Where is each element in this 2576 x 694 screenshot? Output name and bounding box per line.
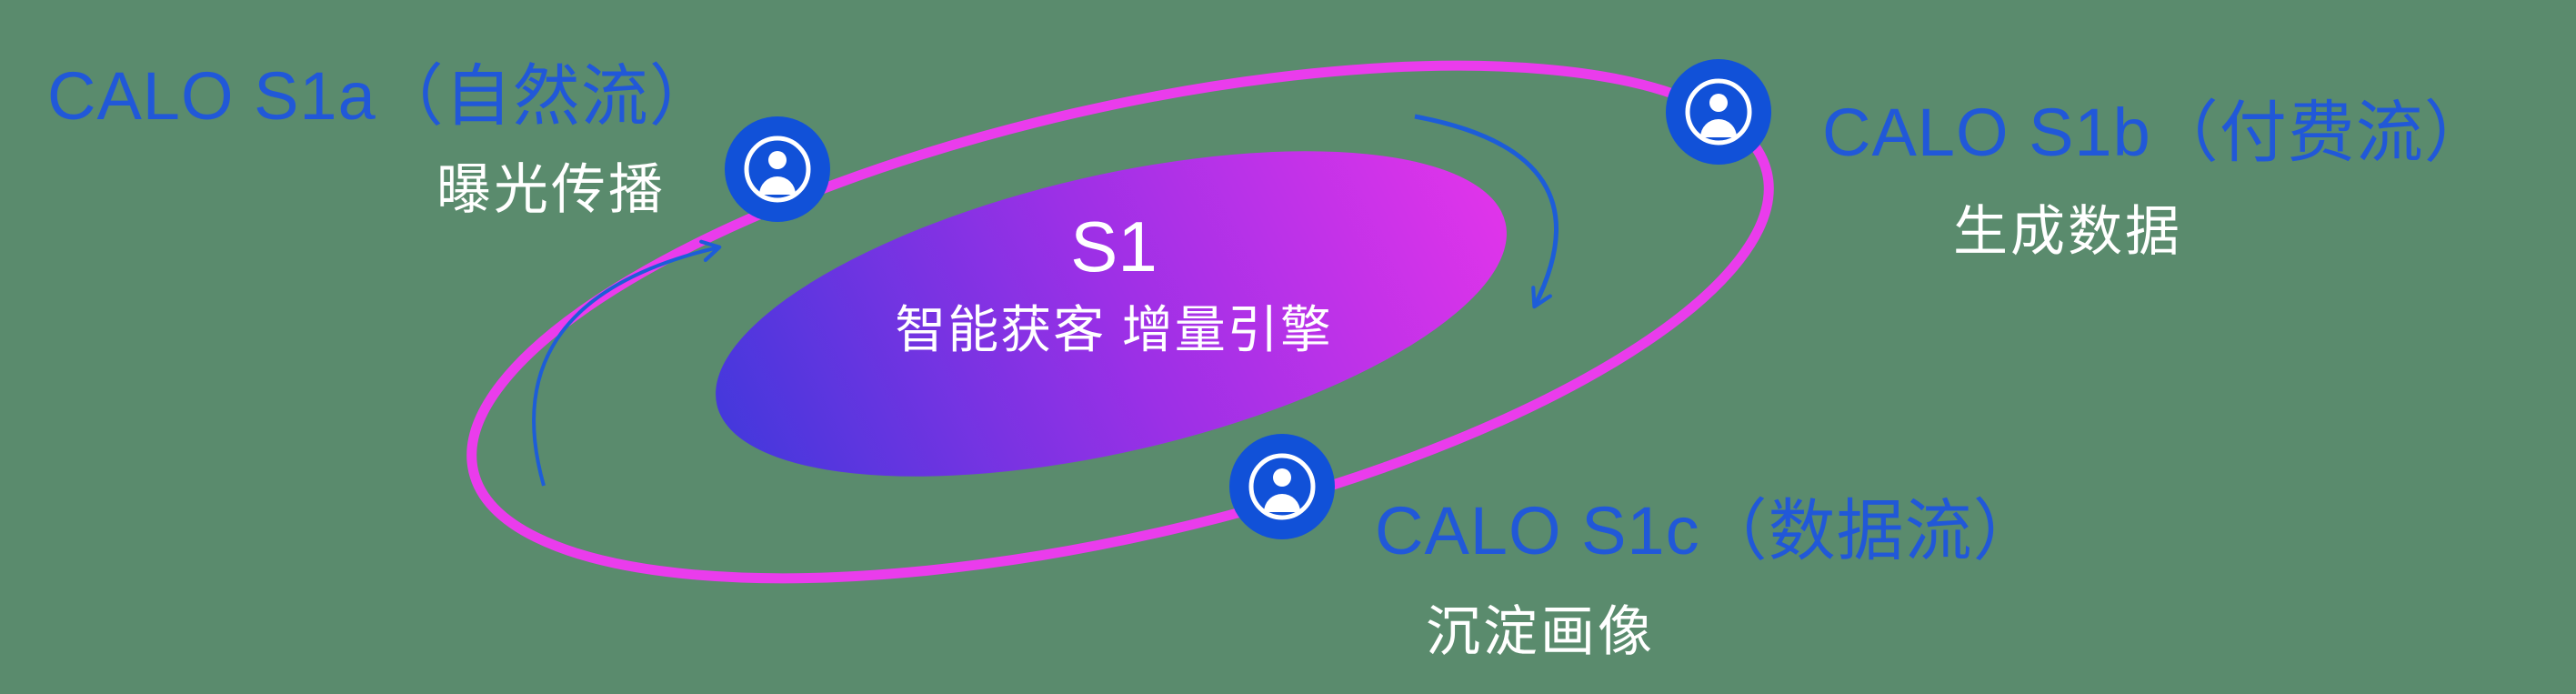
flow-arrow-left — [532, 239, 722, 487]
user-circle-icon — [725, 116, 830, 222]
node-sublabel-s1c: 沉淀画像 — [1426, 601, 1655, 662]
node-label-s1a: CALO S1a（自然流） — [47, 58, 717, 134]
user-circle-icon — [1229, 434, 1335, 539]
node-sublabel-s1b: 生成数据 — [1953, 201, 2182, 262]
user-circle-icon — [1666, 59, 1771, 165]
node-label-s1b: CALO S1b（付费流） — [1822, 95, 2492, 170]
orbit-ellipse — [466, 60, 1774, 584]
flow-arrow-right — [1414, 114, 1559, 309]
core-ellipse — [716, 151, 1507, 477]
core-title: S1 — [1070, 206, 1158, 287]
node-sublabel-s1a: 曝光传播 — [436, 159, 666, 220]
node-label-s1c: CALO S1c（数据流） — [1375, 493, 2041, 568]
core-subtitle: 智能获客 增量引擎 — [895, 301, 1333, 358]
